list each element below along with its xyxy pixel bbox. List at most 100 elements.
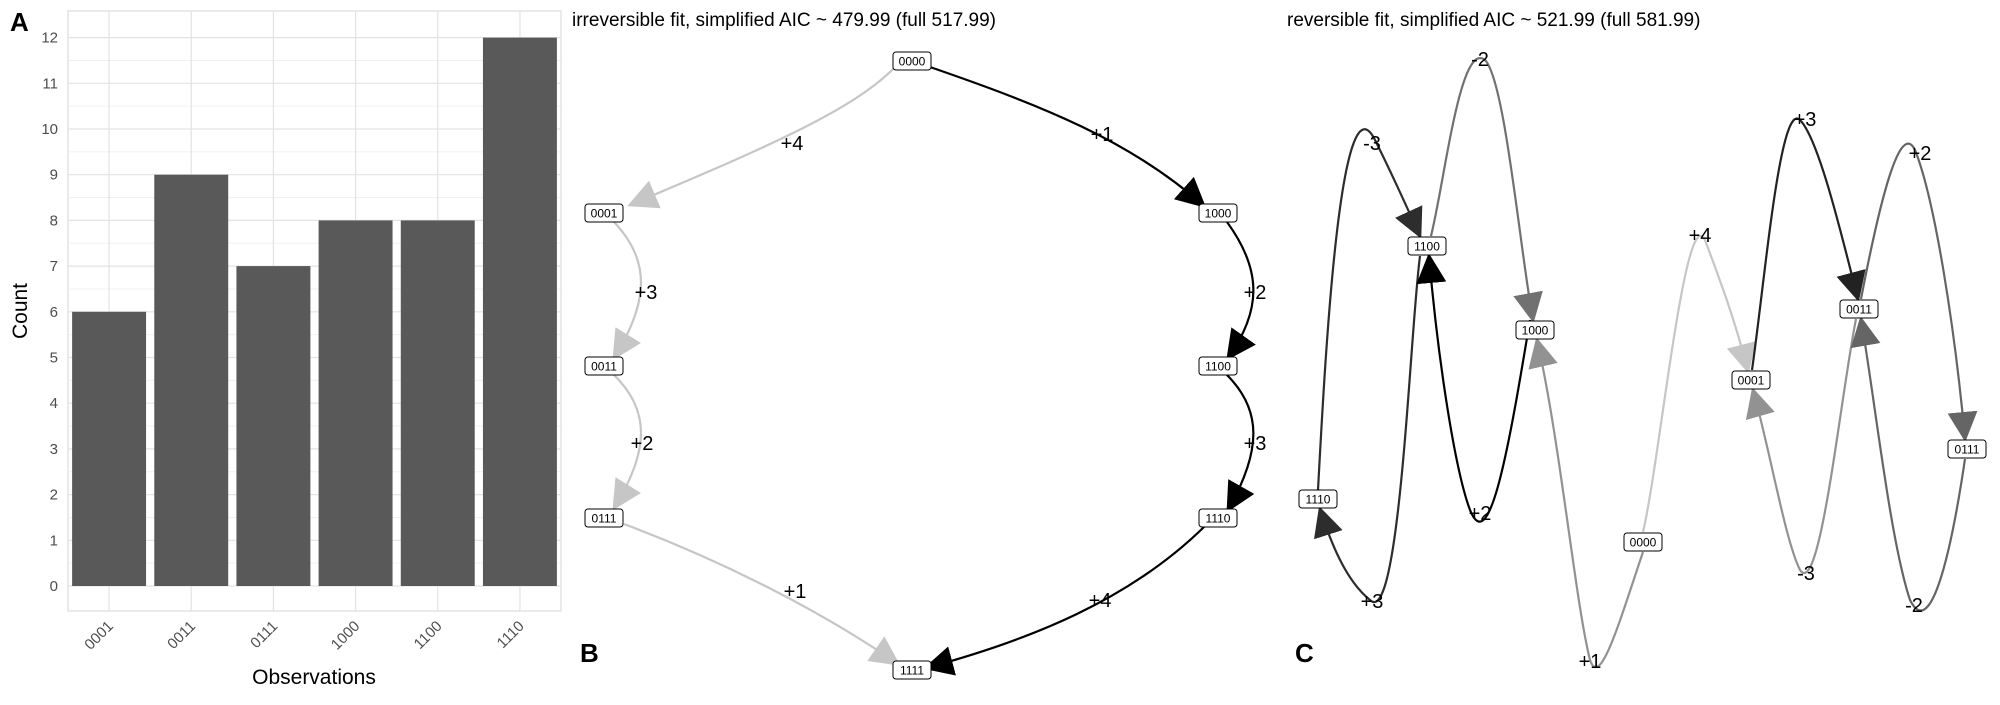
edge-label: -2 <box>1471 49 1489 71</box>
node-label: 0001 <box>1738 374 1765 388</box>
edge-label: +1 <box>1579 651 1602 673</box>
plot-panel-border <box>67 10 562 612</box>
node-label: 0000 <box>899 55 926 69</box>
x-axis-title: Observations <box>252 666 376 689</box>
edges: +4 +3 +2 +1 +1 +2 +3 +4 <box>612 65 1267 676</box>
bar-0011 <box>154 174 229 586</box>
edge-0011-0001: -3 <box>1745 318 1858 585</box>
x-tick-label: 0111 <box>247 618 281 652</box>
edge-1110-1100: -3 <box>1316 128 1423 491</box>
edge-1100-1110: +3 <box>1226 374 1266 513</box>
y-tick-label: 2 <box>50 487 58 504</box>
panel-b-title: irreversible fit, simplified AIC ~ 479.9… <box>572 10 996 31</box>
node-label: 1111 <box>900 664 924 678</box>
edge-0000-1000: +1 <box>1528 337 1645 673</box>
y-tick-label: 12 <box>41 30 58 47</box>
edge-label: +2 <box>1909 143 1932 165</box>
y-tick-label: 0 <box>50 578 58 595</box>
gridlines <box>68 11 561 611</box>
panel-letter-c: C <box>1295 638 1314 668</box>
node-0111: 0111 <box>584 508 624 528</box>
y-tick-label: 5 <box>50 350 58 367</box>
edge-1100-1110: +3 <box>1314 255 1422 613</box>
node-label: 1100 <box>1414 240 1440 254</box>
panel-letter-b: B <box>580 638 599 668</box>
bar-1100 <box>400 220 475 586</box>
edge-1100-1000: -2 <box>1429 49 1543 323</box>
node-1110: 1110 <box>1198 508 1238 528</box>
y-axis-title: Count <box>9 283 32 339</box>
edge-1110-1111: +4 <box>923 525 1206 676</box>
edge-label: +3 <box>1361 591 1384 613</box>
irreversible-network: irreversible fit, simplified AIC ~ 479.9… <box>572 10 1267 680</box>
edge-label: -3 <box>1363 133 1381 155</box>
bar-1110 <box>482 37 557 587</box>
y-tick-label: 8 <box>50 212 58 229</box>
edge-label: +4 <box>1089 590 1112 612</box>
node-label: 0000 <box>1630 536 1657 550</box>
edge-label: -3 <box>1797 563 1815 585</box>
nodes: 1100 1000 1110 0000 0001 0011 0111 <box>1298 236 1987 552</box>
node-0011: 0011 <box>584 356 624 376</box>
edge-label: +3 <box>635 282 658 304</box>
bars <box>72 37 557 587</box>
y-tick-label: 7 <box>50 258 58 275</box>
node-1100: 1100 <box>1407 236 1447 256</box>
node-0001: 0001 <box>584 203 624 223</box>
edge-label: +4 <box>781 133 804 155</box>
nodes: 0000 0001 0011 0111 1000 1100 1110 1111 <box>584 51 1238 680</box>
node-1100: 1100 <box>1198 356 1238 376</box>
edge-1000-1100: +2 <box>1416 253 1532 525</box>
reversible-network: reversible fit, simplified AIC ~ 521.99 … <box>1287 10 1987 673</box>
y-tick-label: 11 <box>42 75 58 92</box>
node-label: 1110 <box>1306 493 1331 507</box>
bar-0001 <box>72 311 147 586</box>
x-tick-label: 1110 <box>494 618 528 652</box>
edge-1000-1100: +2 <box>1226 221 1267 361</box>
node-label: 1100 <box>1205 360 1231 374</box>
edge-label: +3 <box>1794 109 1817 131</box>
edge-0111-0011: -2 <box>1850 316 1967 617</box>
x-tick-label: 0001 <box>81 618 117 654</box>
node-0011: 0011 <box>1839 299 1879 319</box>
node-label: 1000 <box>1205 207 1232 221</box>
edge-label: +2 <box>1244 282 1267 304</box>
edge-label: +1 <box>784 581 807 603</box>
edge-label: +4 <box>1689 225 1712 247</box>
y-tick-label: 6 <box>50 304 58 321</box>
edge-0111-1111: +1 <box>623 522 901 666</box>
edge-0000-1000: +1 <box>929 65 1207 208</box>
edge-0001-0011: +3 <box>612 221 658 361</box>
x-tick-label: 0011 <box>164 618 199 653</box>
panel-c-title: reversible fit, simplified AIC ~ 521.99 … <box>1287 10 1700 31</box>
node-label: 1110 <box>1206 512 1231 526</box>
y-tick-label: 10 <box>41 121 58 138</box>
node-label: 0011 <box>1846 303 1872 317</box>
edge-label: +1 <box>1091 124 1114 146</box>
y-tick-label: 9 <box>50 167 58 184</box>
y-tick-label: 4 <box>50 395 58 412</box>
node-label: 1000 <box>1522 324 1549 338</box>
node-1000: 1000 <box>1515 320 1555 340</box>
edge-0000-0001: +4 <box>1641 225 1756 533</box>
edge-label: -2 <box>1905 595 1923 617</box>
node-label: 0111 <box>1955 443 1980 457</box>
node-0001: 0001 <box>1731 370 1771 390</box>
x-tick-label: 1000 <box>328 618 364 654</box>
node-0000: 0000 <box>1623 532 1663 552</box>
edge-0000-0001: +4 <box>627 65 897 209</box>
bar-0111 <box>236 266 311 586</box>
x-tick-label: 1100 <box>411 618 446 653</box>
bar-1000 <box>318 220 393 586</box>
node-1110: 1110 <box>1298 489 1338 509</box>
edge-0011-0111: +2 <box>612 374 653 511</box>
y-tick-label: 1 <box>50 532 58 549</box>
node-0111: 0111 <box>1947 439 1987 459</box>
edge-0011-0111: +2 <box>1859 142 1978 442</box>
edge-0001-0011: +3 <box>1750 109 1866 371</box>
edges: -3 +3 +2 -2 +1 +4 +3 -3 +2 -2 <box>1314 49 1978 673</box>
